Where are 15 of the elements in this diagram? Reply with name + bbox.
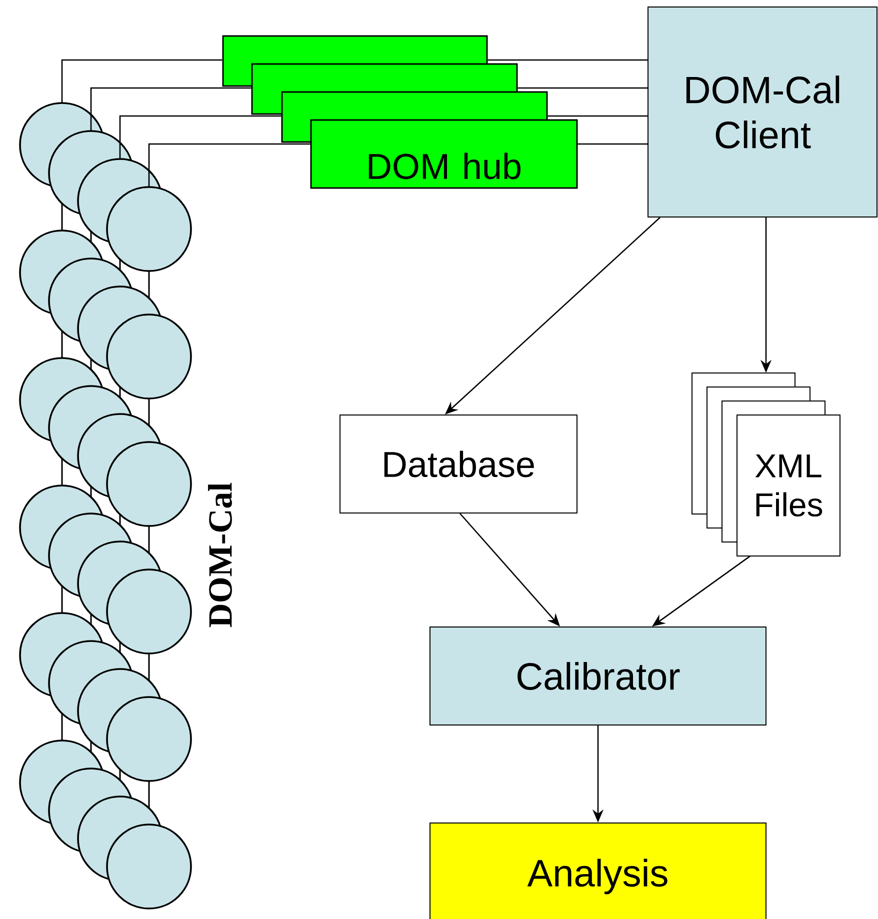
- connector-line: [578, 143, 648, 145]
- string-line: [61, 59, 222, 103]
- string-line: [90, 87, 252, 131]
- string-line: [119, 115, 282, 159]
- hub-box: DOM hub: [310, 119, 578, 189]
- connector-line: [518, 87, 648, 89]
- process-box: Analysis: [430, 822, 766, 919]
- dom-strings-drawing: [19, 102, 192, 910]
- string-line: [148, 143, 310, 187]
- process-box: Database: [340, 414, 578, 514]
- process-box: Calibrator: [430, 626, 766, 726]
- process-box: DOM-Cal Client: [648, 6, 878, 218]
- connector-line: [548, 115, 648, 117]
- connector-line: [488, 59, 648, 61]
- document-stack: XML Files: [692, 372, 840, 556]
